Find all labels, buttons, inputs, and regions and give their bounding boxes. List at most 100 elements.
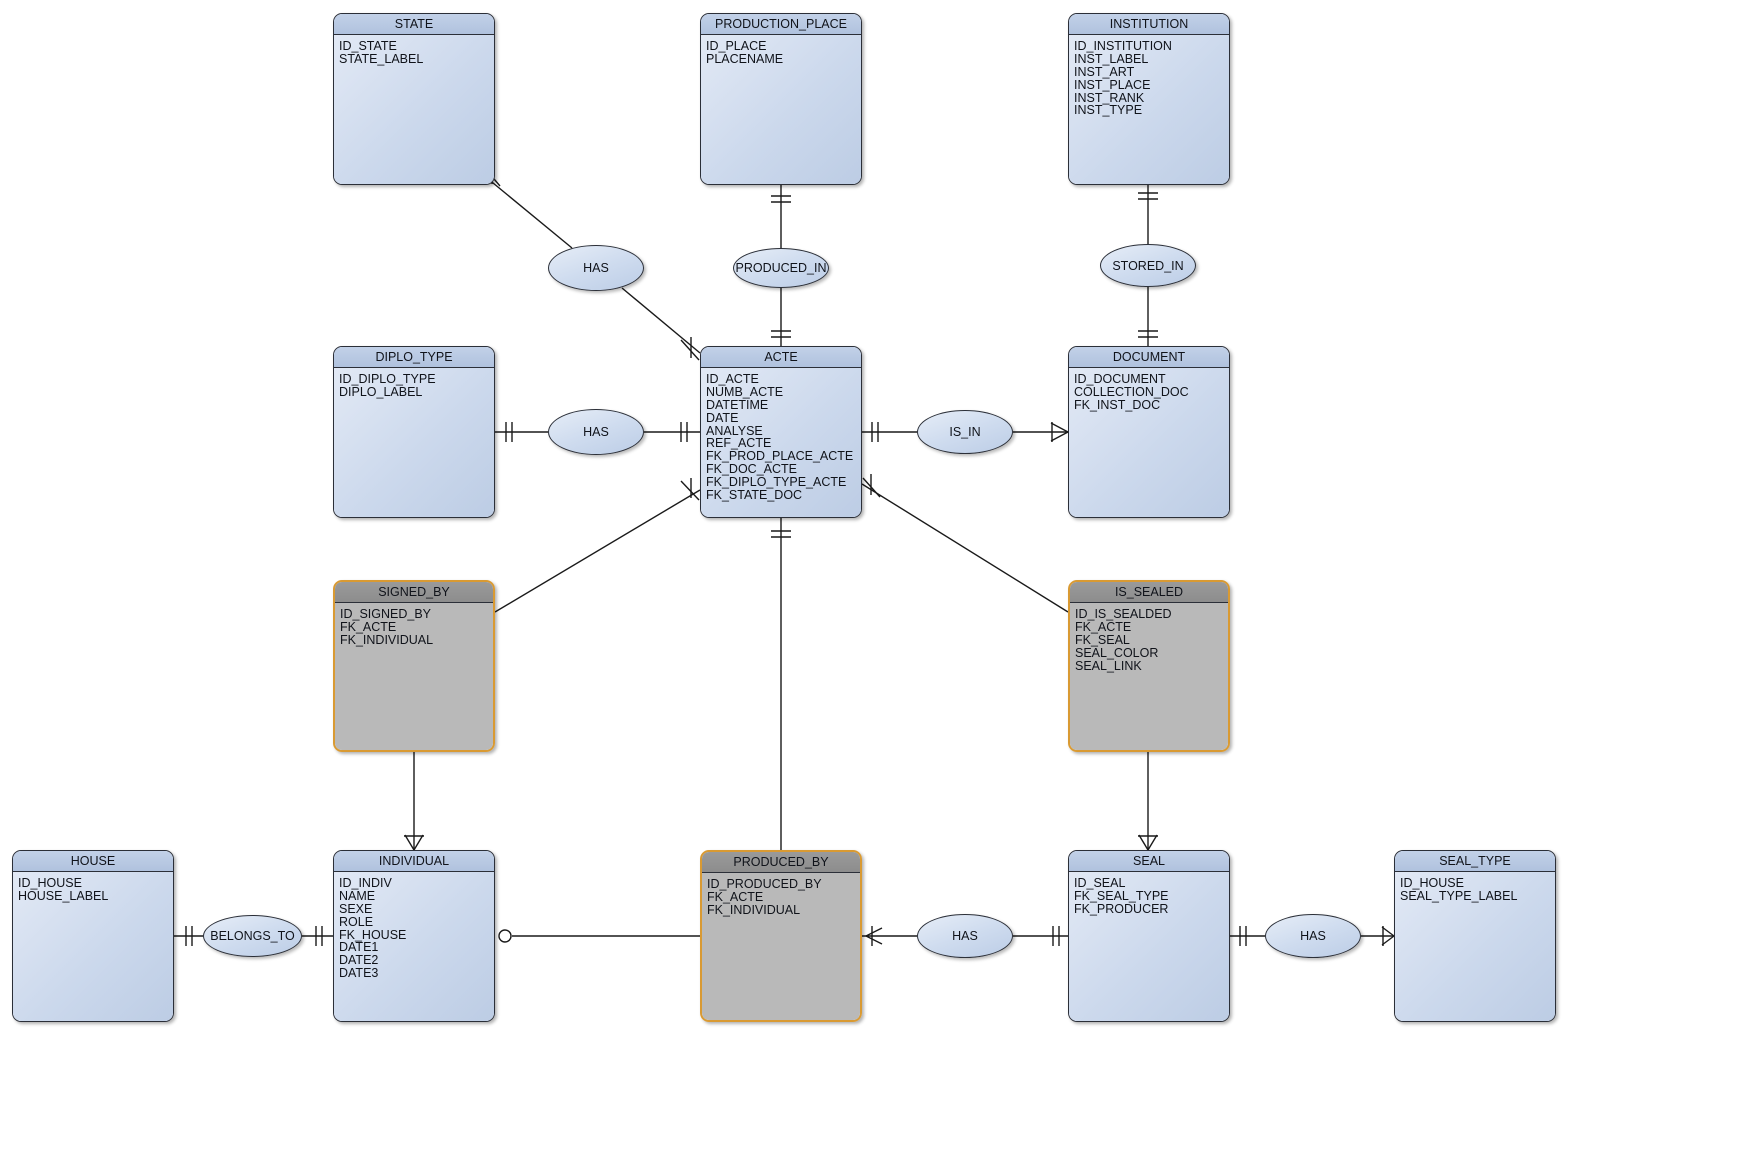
attribute-row: DATE1	[339, 940, 379, 955]
relationship-rel-has-diplo[interactable]: HAS	[548, 409, 644, 455]
attribute-row: ROLE	[339, 914, 374, 929]
relationship-rel-belongs-to[interactable]: BELONGS_TO	[203, 915, 302, 957]
entity-title-signed_by: SIGNED_BY	[335, 582, 493, 603]
attribute-row: SEXE	[339, 901, 373, 916]
attribute-row: INST_TYPE	[1074, 103, 1143, 118]
attribute-row: COLLECTION_DOC	[1074, 384, 1189, 399]
attribute-row: FK_INST_DOC	[1074, 397, 1161, 412]
attribute-row: FK_DIPLO_TYPE_ACTE	[706, 475, 847, 490]
attribute-row: INST_ART	[1074, 64, 1135, 79]
attribute-row: NAME	[339, 888, 376, 903]
relationship-rel-stored-in[interactable]: STORED_IN	[1100, 244, 1196, 287]
entity-title-house: HOUSE	[13, 851, 173, 872]
entity-title-individual: INDIVIDUAL	[334, 851, 494, 872]
attribute-row: ID_INDIV	[339, 876, 392, 890]
attribute-row: SEAL_TYPE_LABEL	[1400, 888, 1518, 903]
attribute-row: FK_DOC_ACTE	[706, 462, 797, 477]
attribute-row: ID_PLACE	[706, 39, 767, 53]
entity-title-production_place: PRODUCTION_PLACE	[701, 14, 861, 35]
attribute-row: FK_ACTE	[1075, 619, 1132, 634]
attribute-row: INST_RANK	[1074, 90, 1145, 105]
entity-title-seal_type: SEAL_TYPE	[1395, 851, 1555, 872]
attribute-row: NUMB_ACTE	[706, 384, 784, 399]
attribute-row: ANALYSE	[706, 423, 763, 438]
attribute-row: ID_HOUSE	[18, 876, 82, 890]
attribute-row: ID_SIGNED_BY	[340, 607, 432, 621]
attribute-row: ID_HOUSE	[1400, 876, 1464, 890]
attribute-row: FK_PRODUCER	[1074, 901, 1169, 916]
relationship-rel-has-seal[interactable]: HAS	[1265, 914, 1361, 958]
attribute-row: ID_ACTE	[706, 372, 759, 386]
relationship-rel-has-produced[interactable]: HAS	[917, 914, 1013, 958]
attribute-row: ID_SEAL	[1074, 876, 1126, 890]
entity-title-document: DOCUMENT	[1069, 347, 1229, 368]
attribute-row: REF_ACTE	[706, 436, 772, 451]
entity-title-state: STATE	[334, 14, 494, 35]
relationship-label: PRODUCED_IN	[735, 261, 827, 275]
entity-title-is_sealed: IS_SEALED	[1070, 582, 1228, 603]
attribute-row: SEAL_LINK	[1075, 658, 1142, 673]
entity-title-acte: ACTE	[701, 347, 861, 368]
attribute-row: FK_SEAL	[1075, 632, 1130, 647]
attribute-row: FK_PROD_PLACE_ACTE	[706, 449, 854, 464]
attribute-row: HOUSE_LABEL	[18, 888, 109, 903]
relationship-label: STORED_IN	[1112, 258, 1184, 273]
attribute-row: FK_ACTE	[340, 619, 397, 634]
relationship-label: IS_IN	[949, 425, 981, 439]
attribute-row: DATE2	[339, 953, 379, 968]
entity-title-produced_by: PRODUCED_BY	[702, 852, 860, 873]
attribute-row: FK_INDIVIDUAL	[340, 632, 434, 647]
attribute-row: ID_DOCUMENT	[1074, 372, 1166, 386]
attribute-row: FK_ACTE	[707, 889, 764, 904]
entity-title-seal: SEAL	[1069, 851, 1229, 872]
relationship-rel-produced-in[interactable]: PRODUCED_IN	[733, 248, 829, 288]
attribute-row: FK_HOUSE	[339, 927, 407, 942]
relationship-label: BELONGS_TO	[210, 929, 295, 943]
attribute-row: DIPLO_LABEL	[339, 384, 423, 399]
relationship-rel-has-state[interactable]: HAS	[548, 245, 644, 291]
attribute-row: PLACENAME	[706, 51, 784, 66]
attribute-row: SEAL_COLOR	[1075, 645, 1159, 660]
attribute-row: STATE_LABEL	[339, 51, 424, 66]
relationship-rel-is-in[interactable]: IS_IN	[917, 410, 1013, 454]
attribute-row: FK_INDIVIDUAL	[707, 902, 801, 917]
relationship-label: HAS	[583, 425, 609, 439]
entity-title-institution: INSTITUTION	[1069, 14, 1229, 35]
attribute-row: INST_PLACE	[1074, 77, 1151, 92]
attribute-row: ID_PRODUCED_BY	[707, 877, 822, 891]
attribute-row: FK_SEAL_TYPE	[1074, 888, 1169, 903]
relationship-label: HAS	[1300, 929, 1326, 943]
relationship-label: HAS	[583, 261, 609, 275]
attribute-row: ID_INSTITUTION	[1074, 39, 1172, 53]
attribute-row: ID_STATE	[339, 39, 397, 53]
attribute-row: DATE3	[339, 966, 379, 981]
attribute-row: FK_STATE_DOC	[706, 488, 803, 503]
attribute-row: DATETIME	[706, 397, 769, 412]
attribute-row: ID_DIPLO_TYPE	[339, 372, 436, 386]
